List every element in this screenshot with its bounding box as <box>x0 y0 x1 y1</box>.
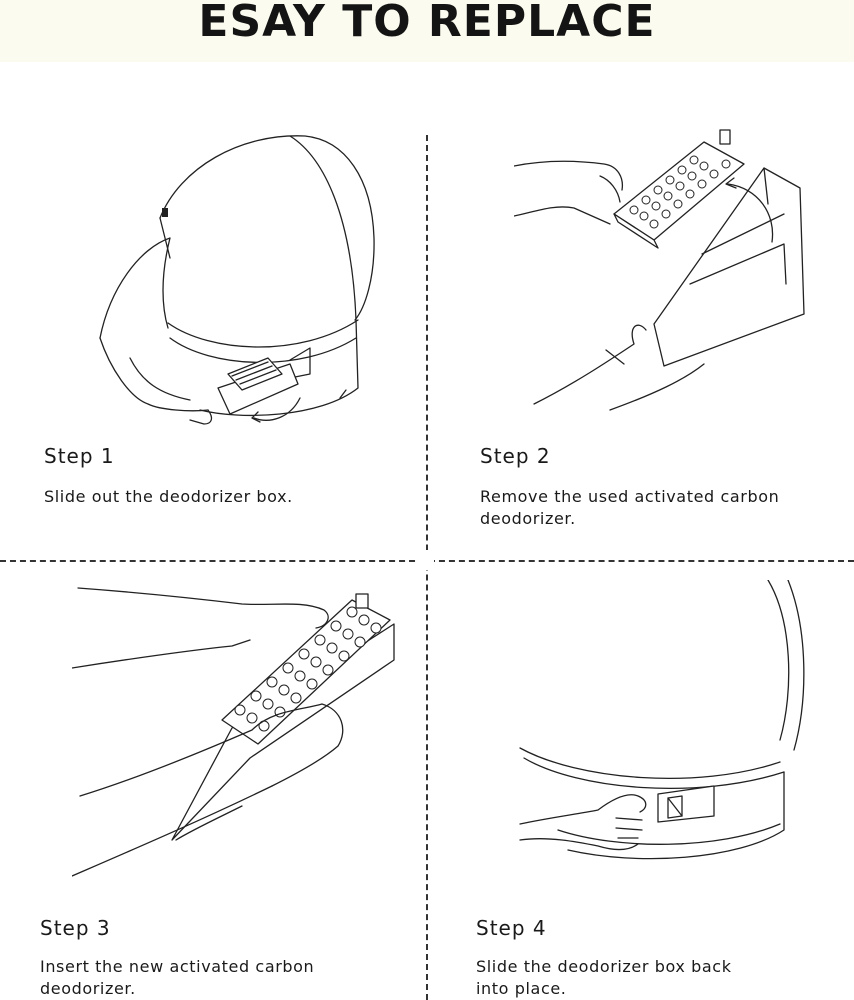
step-3-illustration <box>72 580 402 880</box>
step-2-text: Remove the used activated carbon deodori… <box>480 487 780 528</box>
step-1-title: Step 1 <box>44 444 115 468</box>
step-4-text: Slide the deodorizer box back into place… <box>476 957 732 998</box>
title-banner: ESAY TO REPLACE <box>0 0 854 62</box>
step-1-text: Slide out the deodorizer box. <box>44 487 293 506</box>
step-4-title: Step 4 <box>476 916 547 940</box>
step-1-panel: Step 1 Slide out the deodorizer box. <box>0 62 426 560</box>
step-4-illustration <box>518 580 818 880</box>
step-1-illustration <box>90 128 380 428</box>
page-title: ESAY TO REPLACE <box>198 0 656 47</box>
step-3-title: Step 3 <box>40 916 111 940</box>
step-4-panel: Step 4 Slide the deodorizer box back int… <box>428 562 854 1000</box>
divider-gap <box>418 550 434 570</box>
step-2-illustration <box>514 124 814 414</box>
step-3-text: Insert the new activated carbon deodoriz… <box>40 957 315 998</box>
step-2-title: Step 2 <box>480 444 551 468</box>
step-3-panel: Step 3 Insert the new activated carbon d… <box>0 562 426 1000</box>
step-2-panel: Step 2 Remove the used activated carbon … <box>428 62 854 560</box>
